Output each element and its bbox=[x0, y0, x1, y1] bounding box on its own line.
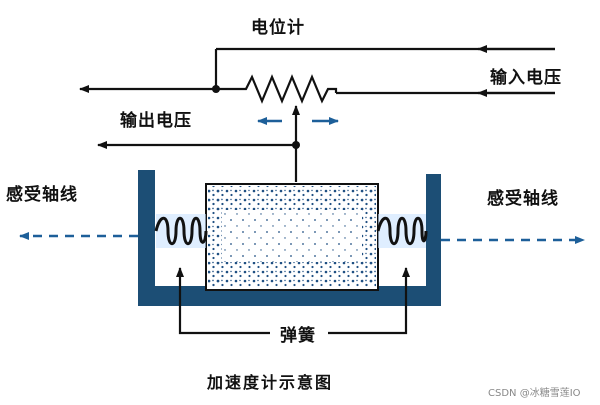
watermark: CSDN @冰糖雪莲IO bbox=[488, 388, 581, 399]
output-voltage-label: 输出电压 bbox=[120, 111, 192, 131]
potentiometer-circuit bbox=[79, 45, 555, 182]
left-spring bbox=[154, 214, 208, 248]
spring-label: 弹簧 bbox=[280, 326, 316, 346]
input-voltage-label: 输入电压 bbox=[490, 68, 562, 88]
spring-pointers bbox=[176, 267, 410, 335]
potentiometer-label: 电位计 bbox=[251, 18, 305, 38]
proof-mass bbox=[205, 183, 379, 291]
sensing-axis-label-left: 感受轴线 bbox=[6, 185, 78, 205]
diagram-caption: 加速度计示意图 bbox=[207, 373, 334, 392]
housing-frame bbox=[138, 170, 441, 306]
right-spring bbox=[376, 214, 428, 248]
sensing-axis-label-right: 感受轴线 bbox=[487, 189, 559, 209]
sensing-axis-arrows bbox=[19, 232, 585, 244]
